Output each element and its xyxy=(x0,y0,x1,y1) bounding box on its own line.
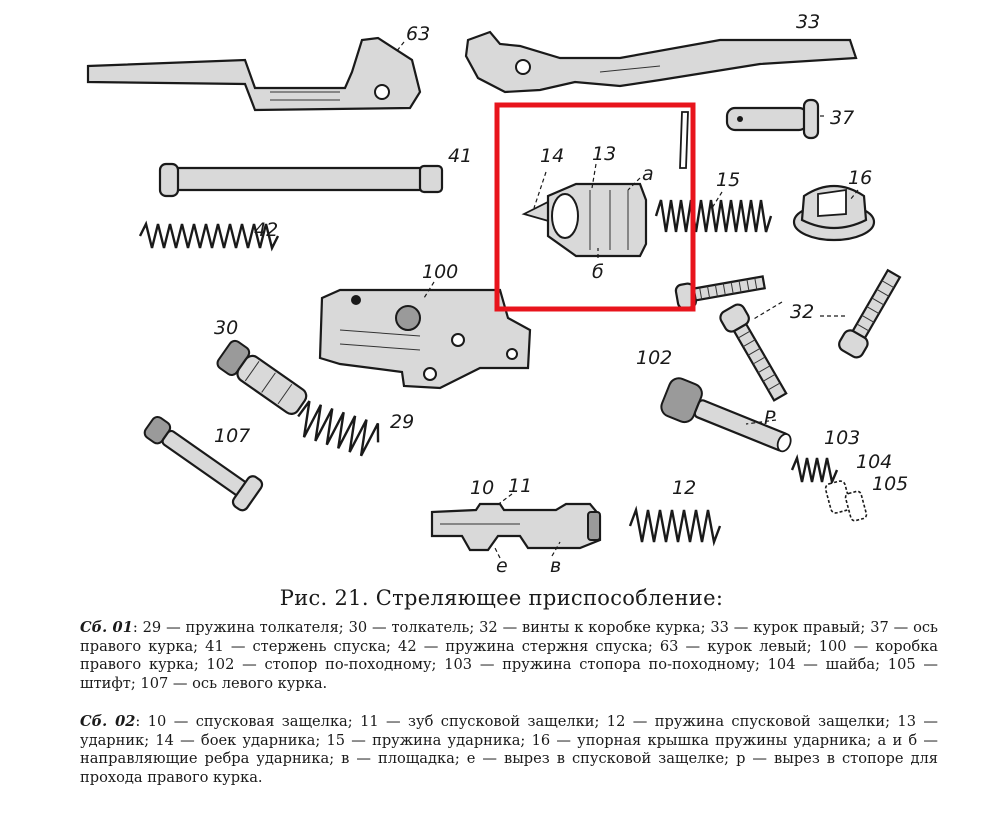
label-104: 104 xyxy=(856,451,892,473)
label-63: 63 xyxy=(406,23,430,45)
label-100: 100 xyxy=(422,261,458,283)
label-16: 16 xyxy=(848,167,872,189)
label-P: Р xyxy=(764,407,776,429)
part-100-hammer-box xyxy=(318,288,532,390)
part-63-left-hammer xyxy=(86,36,422,112)
part-41-trigger-rod xyxy=(158,162,444,198)
part-103-stopper-spring xyxy=(790,453,839,487)
caption-group-01-text: : 29 — пружина толкателя; 30 — толкатель… xyxy=(80,619,938,692)
cotter-pin xyxy=(679,111,689,169)
part-37-axle xyxy=(725,98,820,140)
caption-group-01-label: Сб. 01 xyxy=(80,619,133,636)
label-33: 33 xyxy=(796,11,820,33)
part-29-pusher-spring xyxy=(297,400,380,457)
label-15: 15 xyxy=(716,169,740,191)
part-42-spring xyxy=(138,220,280,252)
label-105: 105 xyxy=(872,473,908,495)
caption-group-02: Сб. 02: 10 — спусковая защелка; 11 — зуб… xyxy=(80,713,938,787)
caption-group-01: Сб. 01: 29 — пружина толкателя; 30 — тол… xyxy=(80,619,938,693)
part-33-right-hammer xyxy=(464,30,858,94)
caption-group-02-text: : 10 — спусковая защелка; 11 — зуб спуск… xyxy=(80,713,939,786)
leader-lines xyxy=(395,41,859,559)
label-a: а xyxy=(642,163,654,185)
label-103: 103 xyxy=(824,427,860,449)
label-11: 11 xyxy=(508,475,532,497)
label-b: б xyxy=(592,261,604,283)
part-15-striker-spring xyxy=(654,199,773,233)
label-29: 29 xyxy=(390,411,414,433)
caption-group-02-label: Сб. 02 xyxy=(80,713,136,730)
label-14: 14 xyxy=(540,145,564,167)
label-37: 37 xyxy=(830,107,854,129)
label-e: е xyxy=(496,555,508,577)
label-v: в xyxy=(550,555,561,577)
figure-caption-title: Рис. 21. Стреляющее приспособление: xyxy=(279,586,724,610)
label-10: 10 xyxy=(470,477,494,499)
exploded-parts-diagram: 63 33 37 41 42 14 13 а б 15 16 100 30 32… xyxy=(86,11,908,577)
label-42: 42 xyxy=(254,219,278,241)
part-16-spring-cap xyxy=(792,185,876,242)
label-41: 41 xyxy=(448,145,472,167)
part-30-pusher xyxy=(216,339,308,415)
part-10-trigger-latch xyxy=(430,502,602,552)
label-32: 32 xyxy=(790,301,814,323)
label-30: 30 xyxy=(214,317,238,339)
part-105-pin xyxy=(844,490,868,522)
part-12-latch-spring xyxy=(628,505,722,547)
part-102-stopper xyxy=(660,377,792,453)
label-107: 107 xyxy=(214,425,250,447)
part-13-striker xyxy=(521,182,648,258)
label-12: 12 xyxy=(672,477,696,499)
label-102: 102 xyxy=(636,347,672,369)
label-13: 13 xyxy=(592,143,616,165)
part-107-left-axle xyxy=(143,415,264,512)
highlight-box xyxy=(494,102,696,312)
part-32-screws xyxy=(674,268,902,402)
